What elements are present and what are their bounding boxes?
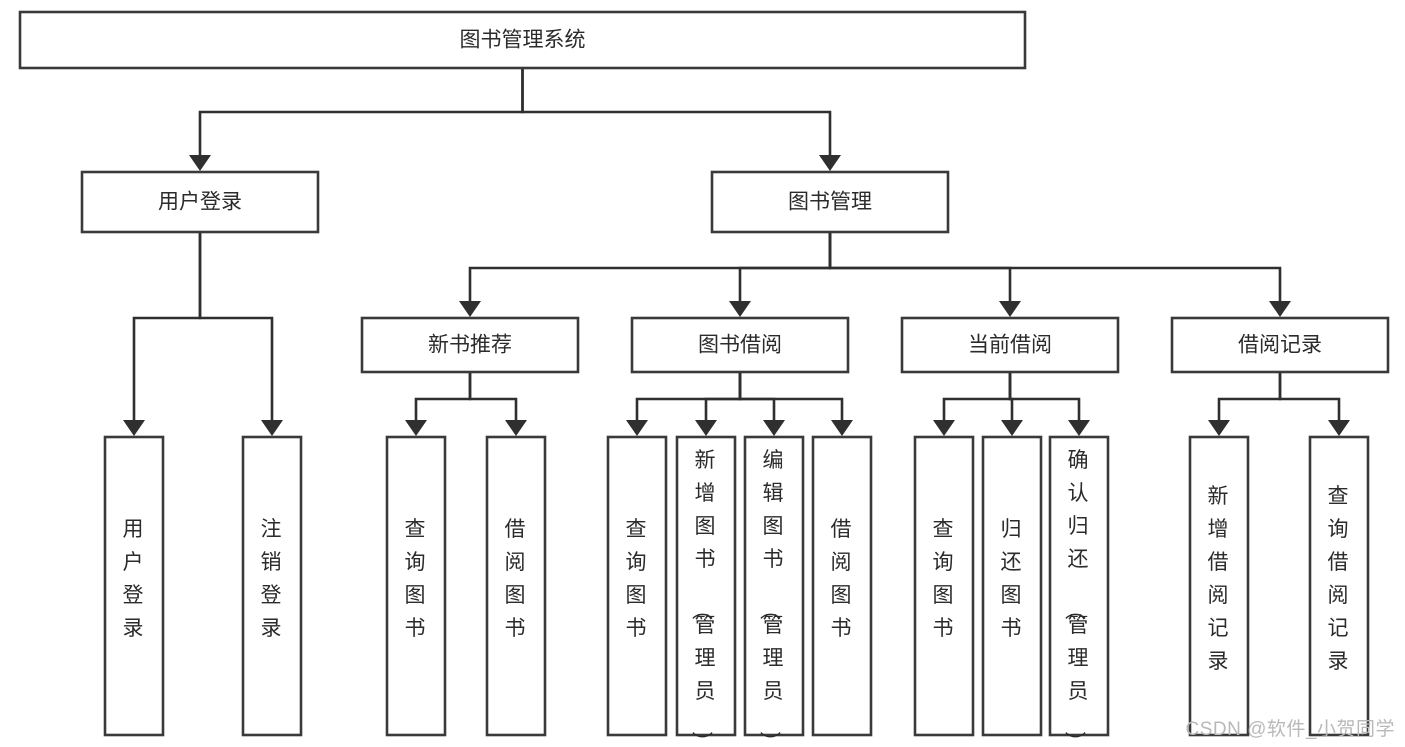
connector [123, 232, 202, 436]
node-label: 借阅记录 [1238, 334, 1322, 357]
node-new-book-recommend[interactable]: 新书推荐 [360, 316, 580, 374]
leaf-node-borrow-book[interactable]: 借阅图书 [811, 435, 873, 737]
leaf-node-label: 借阅图书 [505, 518, 528, 640]
connector [459, 232, 832, 317]
leaf-node-user-logout[interactable]: 注销登录 [241, 435, 303, 737]
connector [521, 68, 841, 171]
leaf-node-label: 归还图书 [1001, 518, 1024, 640]
leaf-node-add-book-admin[interactable]: 新增图书（管理员） [675, 435, 737, 747]
node-label: 图书管理 [788, 191, 872, 214]
connector [468, 372, 527, 436]
root-node-root[interactable]: 图书管理系统 [18, 10, 1027, 70]
node-label: 图书借阅 [698, 334, 782, 357]
node-label: 用户登录 [158, 191, 242, 214]
connector [695, 372, 742, 436]
leaf-node-label: 借阅图书 [831, 518, 854, 640]
leaf-node-edit-book-admin[interactable]: 编辑图书（管理员） [743, 435, 805, 747]
leaf-node-query-borrow-record[interactable]: 查询借阅记录 [1308, 435, 1370, 737]
node-book-manage[interactable]: 图书管理 [710, 170, 950, 234]
leaf-node-label: 用户登录 [123, 518, 146, 640]
leaf-node-add-borrow-record[interactable]: 新增借阅记录 [1188, 435, 1250, 737]
leaf-node-query-book-current[interactable]: 查询图书 [913, 435, 975, 737]
connector [626, 372, 742, 436]
connector [933, 372, 1012, 436]
connector [1278, 372, 1350, 436]
leaf-node-borrow-book-new[interactable]: 借阅图书 [485, 435, 547, 737]
leaf-node-label: 确认归还（管理员） [1063, 449, 1091, 747]
node-book-borrow[interactable]: 图书借阅 [630, 316, 850, 374]
connector [189, 68, 524, 171]
node-current-borrow[interactable]: 当前借阅 [900, 316, 1120, 374]
leaf-node-query-book-new[interactable]: 查询图书 [385, 435, 447, 737]
leaf-node-label: 新增借阅记录 [1208, 485, 1231, 673]
connector [1008, 372, 1090, 436]
node-user-login[interactable]: 用户登录 [80, 170, 320, 234]
connector [828, 232, 1291, 317]
connector [405, 372, 472, 436]
leaf-node-label: 注销登录 [261, 518, 284, 640]
connector [198, 232, 283, 436]
leaf-node-label: 查询借阅记录 [1328, 485, 1351, 673]
leaf-node-label: 编辑图书（管理员） [758, 449, 786, 747]
connector [729, 232, 832, 317]
node-label: 当前借阅 [968, 334, 1052, 357]
leaf-node-query-book-borrow[interactable]: 查询图书 [606, 435, 668, 737]
leaf-node-label: 新增图书（管理员） [690, 449, 718, 747]
leaf-node-return-book[interactable]: 归还图书 [981, 435, 1043, 737]
node-borrow-record[interactable]: 借阅记录 [1170, 316, 1390, 374]
edge-layer [123, 68, 1350, 436]
leaf-node-confirm-return-admin[interactable]: 确认归还（管理员） [1048, 435, 1110, 747]
leaf-node-label: 查询图书 [405, 518, 428, 640]
leaf-node-label: 查询图书 [933, 518, 956, 640]
node-label: 图书管理系统 [460, 29, 586, 52]
node-layer: 图书管理系统用户登录图书管理新书推荐图书借阅当前借阅借阅记录用户登录注销登录查询… [18, 10, 1390, 747]
connector [1001, 372, 1023, 436]
connector [738, 372, 785, 436]
connector [828, 232, 1021, 317]
leaf-node-user-login[interactable]: 用户登录 [103, 435, 165, 737]
connector [1208, 372, 1282, 436]
node-label: 新书推荐 [428, 334, 512, 357]
leaf-node-label: 查询图书 [626, 518, 649, 640]
connector [738, 372, 853, 436]
